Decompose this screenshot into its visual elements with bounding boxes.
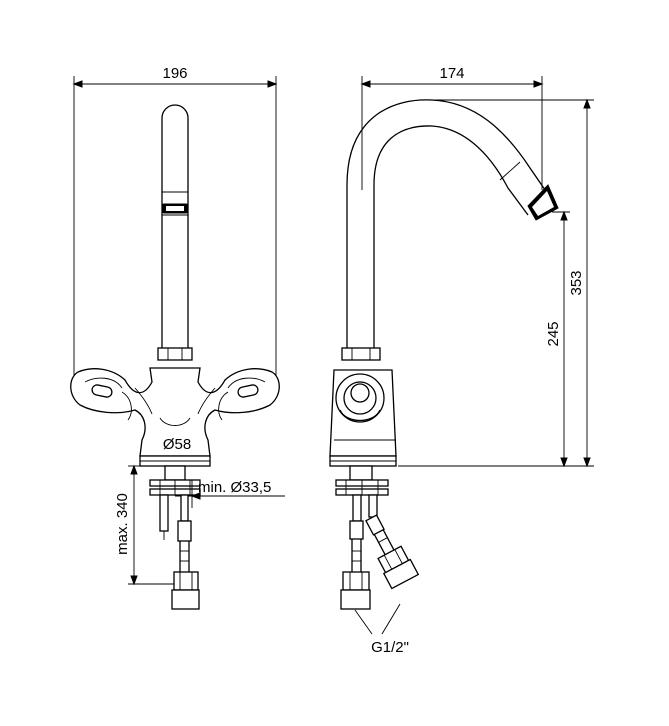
front-view: 196 xyxy=(70,65,285,610)
side-spout-nut xyxy=(341,347,381,361)
side-view: 174 xyxy=(329,65,594,656)
side-height-dimensions: 353 245 xyxy=(398,98,594,468)
side-body xyxy=(329,369,397,457)
side-supply-hoses xyxy=(340,494,420,610)
front-hole-dimension: min. Ø33,5 xyxy=(175,479,285,508)
side-spout-height-label: 245 xyxy=(545,321,562,346)
front-supply-hoses xyxy=(159,494,200,610)
side-connection-callout: G1/2" xyxy=(354,603,409,656)
front-width-dimension: 196 xyxy=(72,65,278,388)
front-hole-diameter-label: min. Ø33,5 xyxy=(198,479,271,496)
side-connection-label: G1/2" xyxy=(371,639,409,656)
side-total-height-label: 353 xyxy=(568,270,585,295)
front-width-label: 196 xyxy=(162,65,187,82)
front-mounting-shank xyxy=(149,465,201,496)
front-base-diameter-label: Ø58 xyxy=(163,436,191,453)
side-reach-dimension: 174 xyxy=(360,65,544,190)
front-body: Ø58 xyxy=(70,367,280,457)
side-spout xyxy=(346,99,559,348)
front-spout-nut xyxy=(157,347,193,361)
side-mounting-shank xyxy=(335,465,389,496)
front-max-height-label: max. 340 xyxy=(114,493,131,555)
front-spout xyxy=(161,104,189,348)
side-reach-label: 174 xyxy=(439,65,464,82)
front-max-height-dimension: max. 340 xyxy=(114,464,174,586)
